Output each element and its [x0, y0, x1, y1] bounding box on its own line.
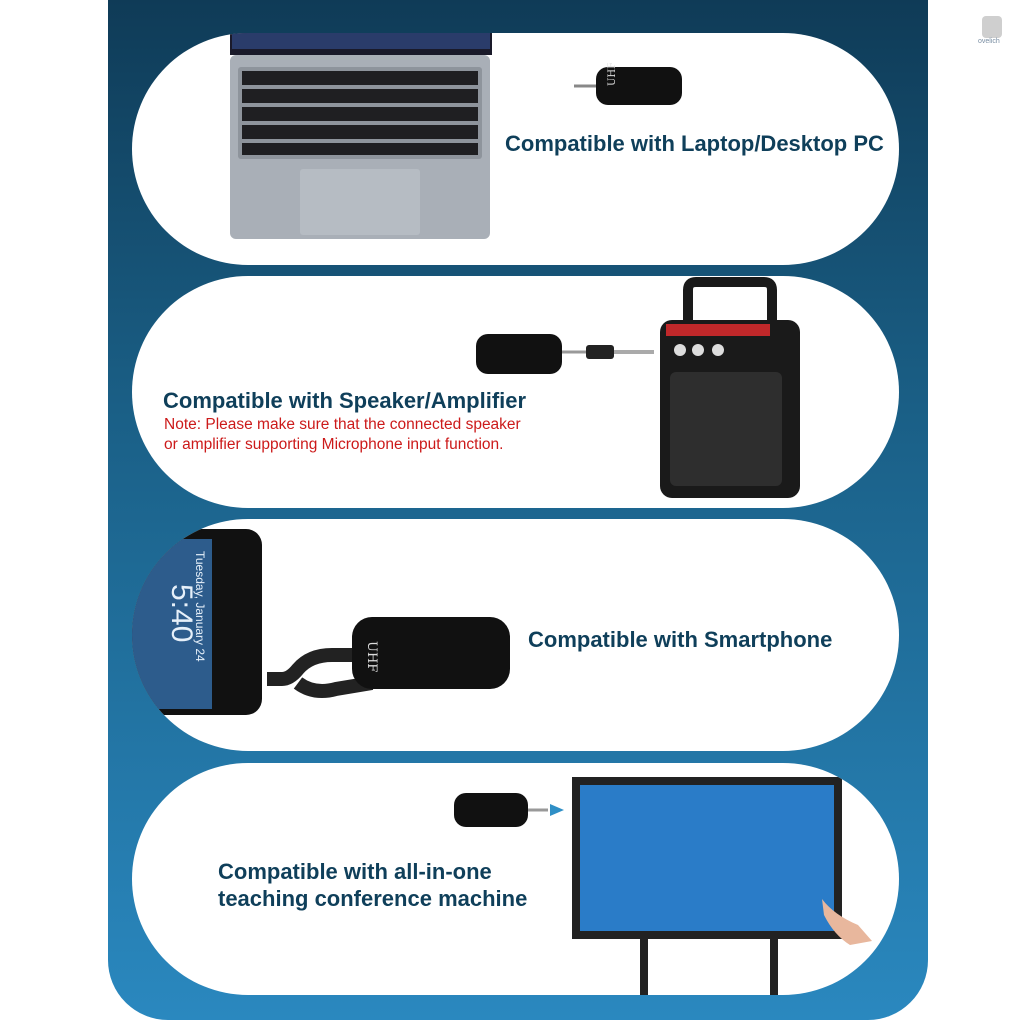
card-speaker: Compatible with Speaker/Amplifier Note: … [132, 276, 899, 508]
card-teaching-title-line1: Compatible with all-in-one [218, 859, 492, 884]
card-laptop: UHF Compatible with Laptop/Desktop PC [132, 33, 899, 265]
card-smartphone: 5:40 Tuesday, January 24 UHF Compatible … [132, 519, 899, 751]
phone-date: Tuesday, January 24 [193, 551, 207, 662]
card-speaker-note-line1: Note: Please make sure that the connecte… [164, 416, 521, 433]
display-machine-image [572, 777, 872, 995]
card-teaching-machine: Compatible with all-in-one teaching conf… [132, 763, 899, 995]
phone-time: 5:40 [165, 584, 198, 642]
smartphone-image: 5:40 Tuesday, January 24 [132, 529, 262, 715]
usb-receiver-image [454, 793, 564, 827]
svg-text:UHF: UHF [364, 641, 379, 672]
brand-logo [982, 16, 1002, 38]
card-laptop-title: Compatible with Laptop/Desktop PC [505, 131, 884, 156]
usb-receiver-image: UHF [574, 63, 682, 105]
card-speaker-note-line2: or amplifier supporting Microphone input… [164, 436, 504, 453]
adapter-image: UHF [267, 617, 510, 698]
svg-text:UHF: UHF [607, 63, 618, 86]
brand-logo-text: ovelich [978, 38, 1000, 45]
usb-receiver-image [476, 334, 654, 374]
card-smartphone-title: Compatible with Smartphone [528, 627, 833, 652]
card-teaching-title-line2: teaching conference machine [218, 886, 528, 911]
card-speaker-title: Compatible with Speaker/Amplifier [163, 388, 527, 413]
laptop-image [230, 33, 492, 239]
speaker-image [660, 277, 800, 498]
